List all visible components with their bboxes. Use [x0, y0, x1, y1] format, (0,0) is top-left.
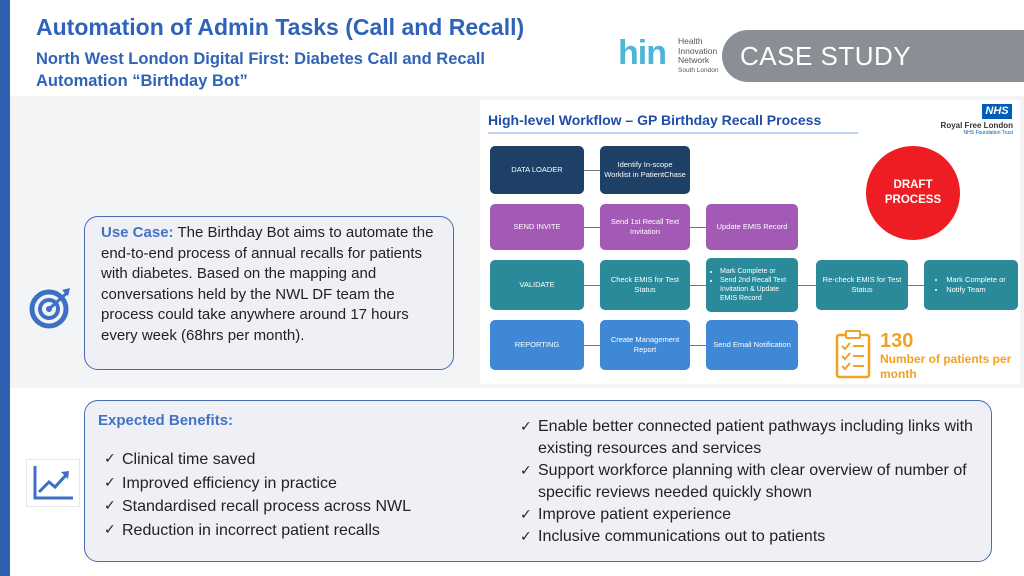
benefits-list-right: Enable better connected patient pathways… [520, 416, 980, 548]
benefits-title: Expected Benefits: [98, 412, 234, 429]
benefit-item: Improve patient experience [520, 504, 980, 526]
step-recheck-emis: Re-check EMIS for Test Status [816, 260, 908, 310]
hin-logo-line: Network [678, 55, 710, 65]
hin-logo: hin [618, 34, 667, 72]
step-identify-worklist: Identify In-scope Worklist in PatientCha… [600, 146, 690, 194]
final-option: Mark Complete or [946, 275, 1006, 285]
stage-data-loader: DATA LOADER [490, 146, 584, 194]
validate-option: Send 2nd Recall Text Invitation & Update… [720, 276, 794, 303]
checklist-icon [835, 330, 871, 379]
nhs-logo: NHS [982, 104, 1012, 119]
flow-arrow [908, 285, 924, 286]
step-update-emis: Update EMIS Record [706, 204, 798, 250]
flow-arrow [690, 227, 706, 228]
benefit-item: Improved efficiency in practice [104, 472, 411, 496]
benefit-item: Clinical time saved [104, 448, 411, 472]
workflow-title: High-level Workflow – GP Birthday Recall… [488, 112, 859, 134]
target-icon [29, 288, 70, 329]
case-study-badge: CASE STUDY [722, 30, 1024, 82]
stage-validate: VALIDATE [490, 260, 584, 310]
stage-reporting: REPORTING [490, 320, 584, 370]
use-case-label: Use Case: [101, 224, 174, 241]
step-validate-options: Mark Complete or Send 2nd Recall Text In… [706, 258, 798, 312]
stage-send-invite: SEND INVITE [490, 204, 584, 250]
step-final-options: Mark Complete or Notify Team [924, 260, 1018, 310]
flow-arrow [584, 285, 600, 286]
flow-arrow [690, 345, 706, 346]
benefit-item: Support workforce planning with clear ov… [520, 460, 980, 504]
hin-logo-letters: hin [618, 34, 667, 72]
final-option: Notify Team [946, 285, 1006, 295]
hin-logo-sub: South London [678, 66, 719, 74]
step-check-emis: Check EMIS for Test Status [600, 260, 690, 310]
step-send-first-recall: Send 1st Recall Text Invitation [600, 204, 690, 250]
flow-arrow [584, 345, 600, 346]
use-case-box: Use Case: The Birthday Bot aims to autom… [84, 216, 454, 370]
benefit-item: Standardised recall process across NWL [104, 495, 411, 519]
page-title: Automation of Admin Tasks (Call and Reca… [36, 14, 525, 40]
flow-arrow [798, 285, 816, 286]
benefits-list-left: Clinical time saved Improved efficiency … [104, 448, 411, 542]
hin-logo-line: Innovation [678, 45, 718, 56]
trust-name-main: Royal Free London [940, 121, 1013, 130]
step-create-report: Create Management Report [600, 320, 690, 370]
benefit-item: Enable better connected patient pathways… [520, 416, 980, 460]
flow-arrow [690, 285, 706, 286]
page-subtitle: North West London Digital First: Diabete… [36, 50, 485, 90]
trend-chart-icon [26, 459, 80, 507]
patients-count-label: Number of patients per month [880, 352, 1012, 381]
trust-name: Royal Free London NHS Foundation Trust [931, 121, 1013, 136]
hin-logo-text: Health Innovation Network South London [678, 36, 719, 75]
left-accent-bar [0, 0, 10, 576]
benefit-item: Inclusive communications out to patients [520, 526, 980, 548]
hin-logo-line: Health [678, 36, 703, 46]
validate-option: Mark Complete or [720, 267, 794, 276]
step-send-email: Send Email Notification [706, 320, 798, 370]
flow-arrow [584, 170, 600, 171]
patients-count: 130 [880, 330, 914, 352]
draft-process-badge: DRAFT PROCESS [866, 146, 960, 240]
use-case-text: The Birthday Bot aims to automate the en… [101, 224, 434, 344]
trust-name-sub: NHS Foundation Trust [963, 130, 1013, 136]
benefit-item: Reduction in incorrect patient recalls [104, 519, 411, 543]
flow-arrow [584, 227, 600, 228]
